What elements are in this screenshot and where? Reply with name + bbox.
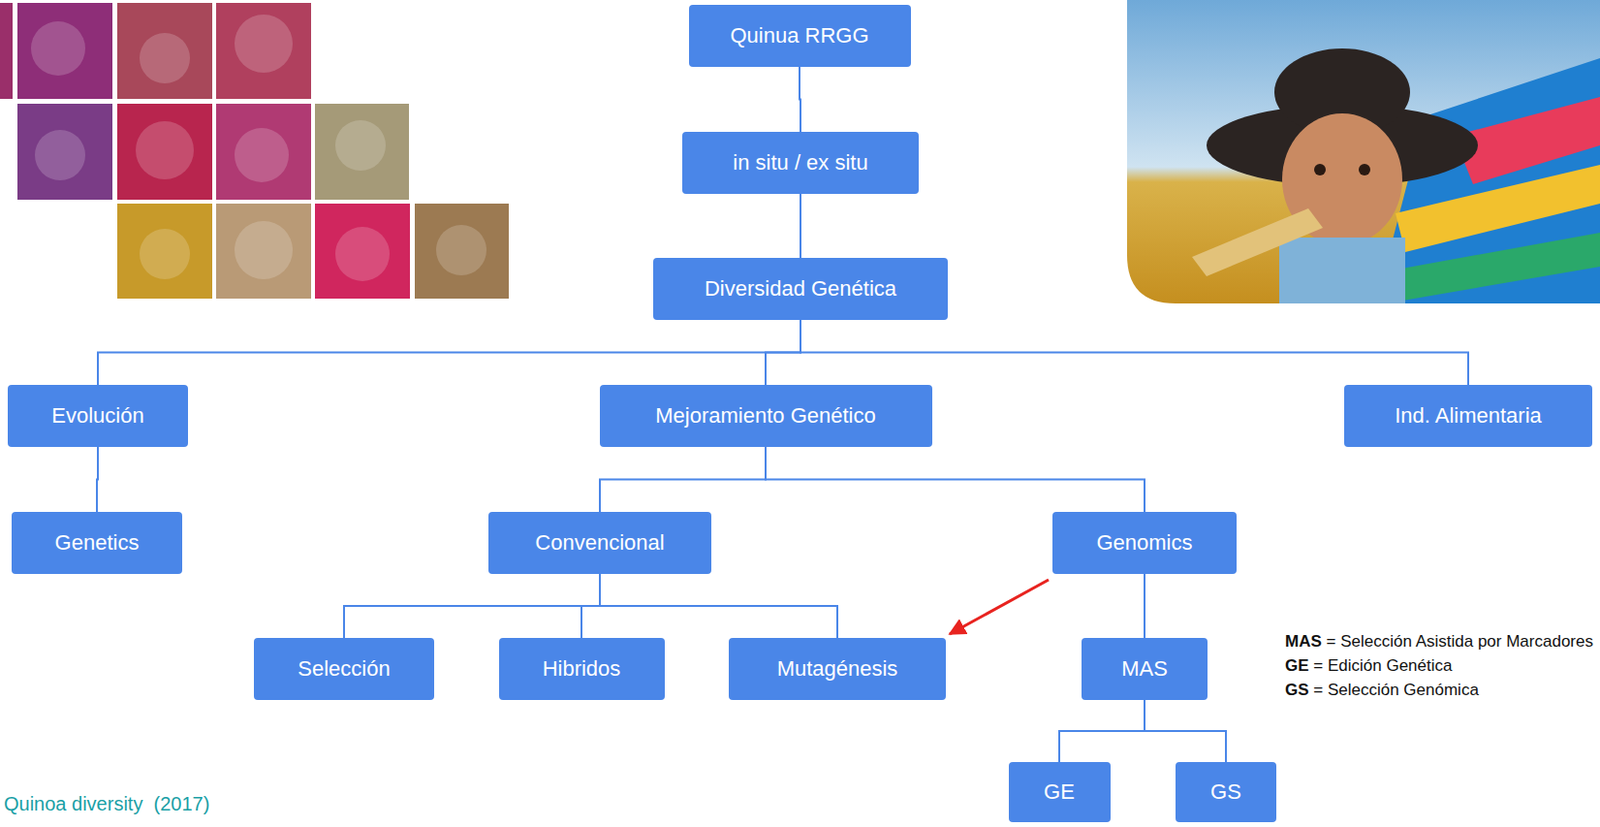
box-label: Ind. Alimentaria [1394,403,1542,429]
tree-connector [581,573,600,638]
tree-connector [1144,699,1226,762]
abbreviation-note: MAS = Selección Asistida por Marcadores [1285,629,1594,654]
process-box: Quinua RRGG [689,4,911,67]
process-box: Genetics [11,511,183,574]
tree-connector [344,573,600,638]
process-box: GS [1175,761,1277,822]
red-arrow [949,579,1049,634]
box-label: Quinua RRGG [729,23,869,49]
process-box: Hibridos [499,637,665,700]
process-box: MAS [1081,637,1208,700]
quinoa-photo-grid [0,2,509,299]
box-label: Selección [297,656,390,682]
process-box: Selección [253,637,435,700]
child-photo [1127,0,1600,304]
tree-connector [799,66,801,132]
box-label: Mejoramiento Genético [655,403,876,429]
tree-connector [1143,573,1146,638]
quinoa-tile [216,2,312,99]
tree-connector [97,319,801,385]
quinoa-tile [216,103,312,200]
process-box: Genomics [1052,511,1237,574]
box-label: Genetics [55,530,140,556]
tree-connector [599,573,838,638]
quinoa-tile [414,203,509,299]
tree-connector [800,319,1469,385]
quinoa-tile [17,103,113,200]
box-label: GS [1210,779,1242,805]
process-box: Diversidad Genética [653,257,948,320]
process-box: Ind. Alimentaria [1344,384,1593,447]
box-label: Convencional [534,530,664,556]
quinoa-tile [17,2,113,99]
abbreviation-note: GS = Selección Genómica [1285,678,1479,702]
box-label: Hibridos [542,656,622,682]
box-label: in situ / ex situ [732,150,868,176]
quinoa-tile [314,103,409,200]
tree-connector [799,193,802,258]
process-box: GE [1008,761,1111,822]
process-box: in situ / ex situ [682,131,919,194]
process-box: Mutagénesis [728,637,946,700]
tree-connector [1059,699,1145,762]
box-label: MAS [1121,656,1168,682]
tree-connector [765,319,801,385]
process-box: Evolución [7,384,189,447]
quinoa-tile [117,2,213,99]
quinoa-tile [0,2,13,99]
box-label: Diversidad Genética [704,276,897,302]
quinoa-tile [314,203,410,299]
box-label: Genomics [1096,530,1193,556]
source-caption: Quinoa diversity (2017) [3,792,210,816]
tree-connector [96,446,98,512]
box-label: Mutagénesis [777,656,899,682]
abbreviation-note: GE = Edición Genética [1285,654,1452,678]
quinoa-tile [216,203,312,299]
box-label: Evolución [51,403,144,429]
process-box: Mejoramiento Genético [599,384,933,447]
box-label: GE [1043,779,1075,805]
process-box: Convencional [488,511,712,574]
quinoa-tile [117,103,213,200]
tree-connector [765,446,1145,512]
quinoa-tile [117,203,213,299]
tree-connector [599,446,766,512]
